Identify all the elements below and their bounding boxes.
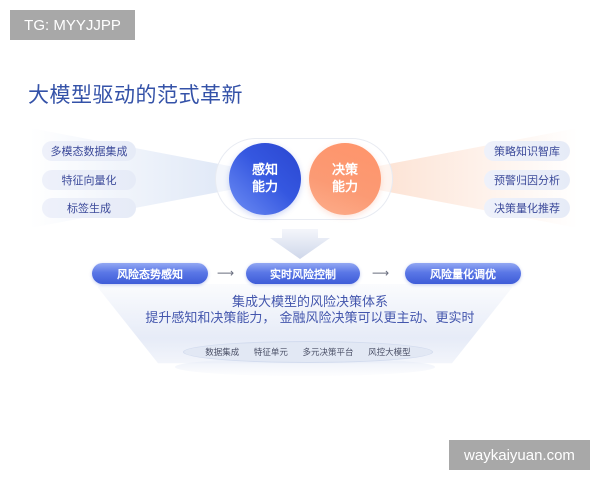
foundation-item-feature-unit: 特征单元 xyxy=(253,348,288,358)
summary-line-1: 集成大模型的风险决策体系 xyxy=(231,295,388,310)
foundation-item-data-integration: 数据集成 xyxy=(205,348,240,358)
summary-line-2: 提升感知和决策能力， 金融风险决策可以更主动、更实时 xyxy=(145,311,475,326)
page-title: 大模型驱动的范式革新 xyxy=(28,83,243,107)
flow-step-risk-perception: 风险态势感知 xyxy=(92,263,208,284)
flow-arrow-icon-2: ⟶ xyxy=(372,266,390,280)
perception-capability-circle: 感知 能力 xyxy=(229,143,301,215)
left-tag-feature-vectorization: 特征向量化 xyxy=(42,170,136,190)
foundation-ellipse: 数据集成 特征单元 多元决策平台 风控大模型 xyxy=(183,341,433,363)
decision-line1: 决策 xyxy=(331,163,358,178)
foundation-item-decision-platform: 多元决策平台 xyxy=(302,348,354,358)
platform-base-shadow xyxy=(175,358,435,376)
watermark-bottom-right: waykaiyuan.com xyxy=(449,440,590,470)
left-tag-multimodal-data: 多模态数据集成 xyxy=(42,141,136,161)
flow-step-realtime-control: 实时风险控制 xyxy=(246,263,360,284)
left-tag-label-generation: 标签生成 xyxy=(42,198,136,218)
perception-line1: 感知 xyxy=(251,163,278,178)
perception-line2: 能力 xyxy=(251,180,278,195)
right-tag-strategy-knowledge: 策略知识智库 xyxy=(484,141,570,161)
foundation-item-risk-model: 风控大模型 xyxy=(368,348,411,358)
flow-arrow-icon-1: ⟶ xyxy=(217,266,235,280)
watermark-top-left: TG: MYYJJPP xyxy=(10,10,135,40)
decision-capability-circle: 决策 能力 xyxy=(309,143,381,215)
right-tag-alert-attribution: 预警归因分析 xyxy=(484,170,570,190)
flow-step-risk-tuning: 风险量化调优 xyxy=(405,263,521,284)
down-arrow-icon xyxy=(270,229,330,259)
decision-line2: 能力 xyxy=(331,180,358,195)
right-tag-decision-recommendation: 决策量化推荐 xyxy=(484,198,570,218)
